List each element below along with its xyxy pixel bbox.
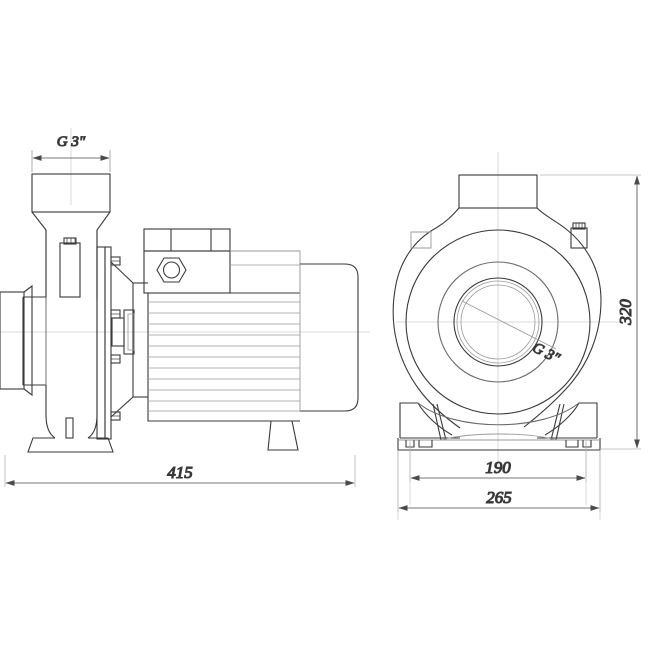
motor-body <box>147 250 359 422</box>
base-width-label: 265 <box>486 488 512 507</box>
pump-base-foot <box>27 417 114 453</box>
motor-cooling-fins <box>148 301 300 412</box>
suction-flange-side <box>31 173 111 213</box>
overall-length-label: 415 <box>167 463 193 482</box>
suction-port-side <box>0 284 33 397</box>
casing-drain-plug <box>570 222 588 249</box>
front-elevation-view <box>392 174 602 451</box>
motor-foot <box>267 420 299 451</box>
dimension-overall-length <box>4 455 356 487</box>
adapter-flange-plate <box>96 246 121 440</box>
thread-leader-line <box>461 300 557 350</box>
pump-neck <box>31 211 111 300</box>
terminal-hex-nut <box>156 257 187 283</box>
discharge-flange-front <box>458 174 538 209</box>
dimension-overall-height <box>540 174 641 450</box>
motor-adapter-cone <box>110 261 148 418</box>
base-bolt-spacing-label: 190 <box>485 458 511 477</box>
center-lines <box>0 128 620 520</box>
casing-lug-left <box>410 231 432 249</box>
volute-outer-profile <box>392 207 602 429</box>
base-feet-front <box>397 402 601 451</box>
shaft-seal-assembly <box>111 309 135 355</box>
side-elevation-view <box>0 173 359 453</box>
dimension-suction-thread <box>31 150 111 172</box>
volute-inner-circles <box>405 229 591 415</box>
discharge-thread-label: G 3" <box>530 340 563 367</box>
overall-height-label: 320 <box>616 299 635 326</box>
dimension-base-width <box>397 450 601 512</box>
suction-thread-label: G 3" <box>57 134 86 150</box>
body-plug-detail <box>59 237 81 298</box>
dimension-base-bolt-spacing <box>409 442 587 482</box>
motor-terminal-box <box>143 228 231 294</box>
